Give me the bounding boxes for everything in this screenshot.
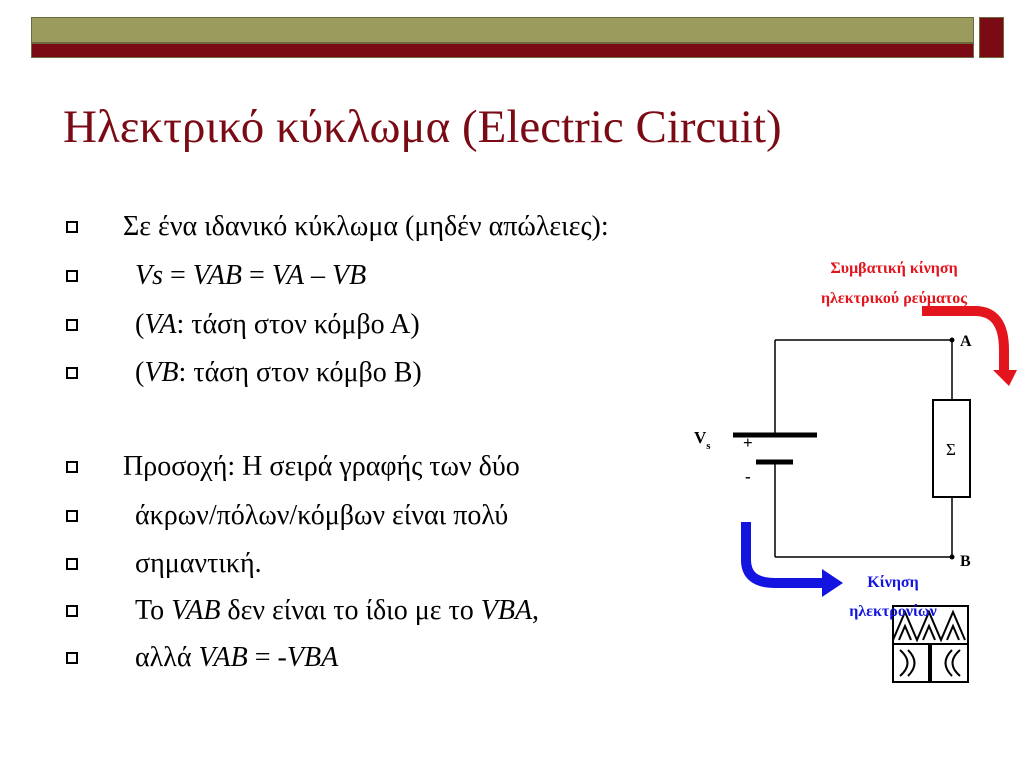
bullet-item: (VA: τάση στον κόμβο Α)	[66, 305, 726, 345]
plus-sign: +	[743, 433, 753, 452]
bullet-text: (VB: τάση στον κόμβο Β)	[135, 357, 422, 388]
bullet-square-icon	[66, 221, 78, 233]
bullet-list: Σε ένα ιδανικό κύκλωμα (μηδέν απώλειες):…	[66, 211, 609, 673]
bullet-square-icon	[66, 270, 78, 282]
source-label: Vs	[694, 428, 711, 452]
conventional-current-label-1: Συμβατική κίνηση	[830, 260, 957, 277]
bullet-square-icon	[66, 652, 78, 664]
bullet-item: Σε ένα ιδανικό κύκλωμα (μηδέν απώλειες):	[66, 207, 726, 247]
electron-flow-label-2: ηλεκτρονίων	[849, 603, 937, 620]
header-olive-bar	[31, 17, 974, 43]
bullet-text: σημαντική.	[135, 548, 262, 579]
minus-sign: -	[745, 467, 751, 486]
bullet-square-icon	[66, 319, 78, 331]
conventional-current-label-2: ηλεκτρικού ρεύματος	[821, 290, 967, 307]
bullet-text: Το VAB δεν είναι το ίδιο με το VBA,	[135, 595, 540, 626]
page-title: Ηλεκτρικό κύκλωμα (Electric Circuit)	[63, 101, 782, 153]
node-a-label: A	[960, 333, 972, 350]
bullet-item: σημαντική.	[66, 544, 726, 584]
node-b-label: B	[960, 553, 971, 570]
bullet-text: αλλά VAB = -VBA	[135, 642, 339, 673]
bullet-item: Προσοχή: Η σειρά γραφής των δύο	[66, 447, 726, 487]
node-a-dot	[949, 337, 955, 343]
bullet-item: Το VAB δεν είναι το ίδιο με το VBA,	[66, 591, 726, 631]
resistor-symbol: Σ	[946, 440, 956, 459]
bullet-square-icon	[66, 461, 78, 473]
node-b-dot	[949, 554, 955, 560]
resistor-icon	[932, 399, 971, 498]
bullet-text: (VA: τάση στον κόμβο Α)	[135, 309, 420, 340]
electron-flow-arrow-icon	[741, 522, 843, 597]
bullet-item: αλλά VAB = -VBA	[66, 638, 726, 678]
bullet-text: άκρων/πόλων/κόμβων είναι πολύ	[135, 500, 509, 531]
bullet-item: άκρων/πόλων/κόμβων είναι πολύ	[66, 496, 726, 536]
bullet-text: Σε ένα ιδανικό κύκλωμα (μηδέν απώλειες):	[123, 211, 609, 242]
university-tree-logo-icon	[892, 605, 969, 683]
header-maroon-bar	[31, 43, 974, 58]
bullet-item: Vs = VAB = VA – VB	[66, 256, 726, 296]
header-corner-square	[979, 17, 1004, 58]
battery-icon	[733, 432, 817, 465]
electron-flow-label-1: Κίνηση	[867, 574, 918, 591]
bullet-square-icon	[66, 510, 78, 522]
bullet-text: Προσοχή: Η σειρά γραφής των δύο	[123, 451, 520, 482]
circuit-wires	[774, 339, 953, 558]
bullet-square-icon	[66, 367, 78, 379]
bullet-square-icon	[66, 558, 78, 570]
bullet-square-icon	[66, 605, 78, 617]
conventional-current-arrow-icon	[922, 306, 1017, 386]
bullet-item: (VB: τάση στον κόμβο Β)	[66, 353, 726, 393]
bullet-text: Vs = VAB = VA – VB	[135, 260, 367, 291]
